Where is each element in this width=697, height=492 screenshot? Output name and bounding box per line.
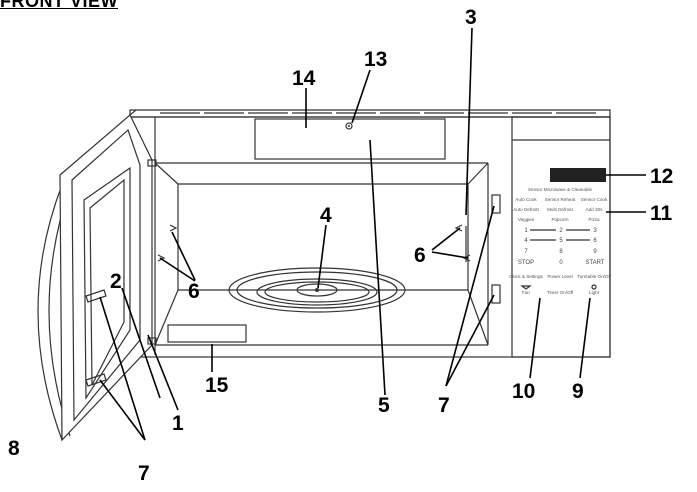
callout-5: 5	[378, 394, 390, 417]
rack-supports	[157, 224, 471, 262]
callout-3: 3	[465, 6, 477, 29]
key-timer[interactable]: Timer On/Off	[547, 290, 574, 295]
key-multi-defrost[interactable]: Multi Defrost	[547, 207, 574, 212]
callout-7-bottom: 7	[138, 462, 150, 485]
leader-lines	[99, 27, 646, 441]
key-auto-cook[interactable]: Auto Cook	[515, 197, 537, 202]
callout-14: 14	[292, 67, 316, 90]
oven-cavity	[154, 162, 489, 346]
key-4[interactable]: 4	[524, 238, 528, 244]
door-latch-slot-upper	[491, 194, 501, 214]
keypad-header: Sensor Microwave & Cleanable	[528, 187, 593, 192]
callout-12: 12	[650, 165, 673, 188]
callout-6-right: 6	[414, 244, 426, 267]
callout-6-left: 6	[188, 280, 200, 303]
vent-screw	[345, 122, 353, 130]
callout-4: 4	[320, 204, 332, 227]
key-clock-settings[interactable]: Clock & Settings	[509, 274, 543, 279]
key-9[interactable]: 9	[593, 249, 597, 255]
key-add-30s[interactable]: Add 30s	[586, 207, 604, 212]
callout-15: 15	[205, 374, 229, 397]
fan-icon	[520, 285, 532, 290]
key-1[interactable]: 1	[524, 228, 528, 234]
key-fan[interactable]: Fan	[522, 290, 530, 295]
callout-numbers: 3 13 14 12 11 4 6 6 2 15 5 7 10 9 1 8 7	[8, 6, 673, 485]
callout-11: 11	[650, 202, 673, 225]
callout-10: 10	[512, 380, 535, 403]
key-sensor-reheat[interactable]: Sensor Reheat	[545, 197, 576, 202]
callout-7-right: 7	[438, 394, 450, 417]
door-latch-slot-lower	[491, 284, 501, 304]
key-turntable[interactable]: Turntable On/Off	[577, 274, 612, 279]
key-3[interactable]: 3	[593, 228, 597, 234]
callout-9: 9	[572, 380, 584, 403]
key-power-level[interactable]: Power Level	[547, 274, 572, 279]
oven-door	[37, 109, 157, 442]
callout-2: 2	[110, 270, 122, 293]
key-sensor-cook[interactable]: Sensor Cook	[581, 197, 608, 202]
key-8[interactable]: 8	[559, 249, 563, 255]
callout-8: 8	[8, 437, 20, 460]
key-auto-defrost[interactable]: Auto Defrost	[513, 207, 539, 212]
display	[550, 168, 606, 182]
key-light[interactable]: Light	[589, 290, 600, 295]
key-5[interactable]: 5	[559, 238, 563, 244]
key-0[interactable]: 0	[559, 260, 563, 266]
key-stop[interactable]: STOP	[518, 260, 534, 266]
turntable	[228, 267, 406, 313]
key-7[interactable]: 7	[524, 249, 528, 255]
vent-grille	[254, 118, 446, 160]
callout-1: 1	[172, 412, 184, 435]
diagram-title: FRONT VIEW	[0, 0, 118, 11]
callout-13: 13	[364, 48, 387, 71]
key-6[interactable]: 6	[593, 238, 597, 244]
key-2[interactable]: 2	[559, 228, 563, 234]
key-pizza[interactable]: Pizza	[588, 217, 600, 222]
label-plate	[167, 324, 247, 343]
light-bulb-icon	[591, 284, 597, 290]
touch-keypad: Sensor Microwave & Cleanable Auto Cook S…	[509, 187, 612, 295]
key-start[interactable]: START	[585, 260, 604, 266]
key-veggies[interactable]: Veggies	[518, 217, 535, 222]
key-popcorn[interactable]: Popcorn	[551, 217, 569, 222]
